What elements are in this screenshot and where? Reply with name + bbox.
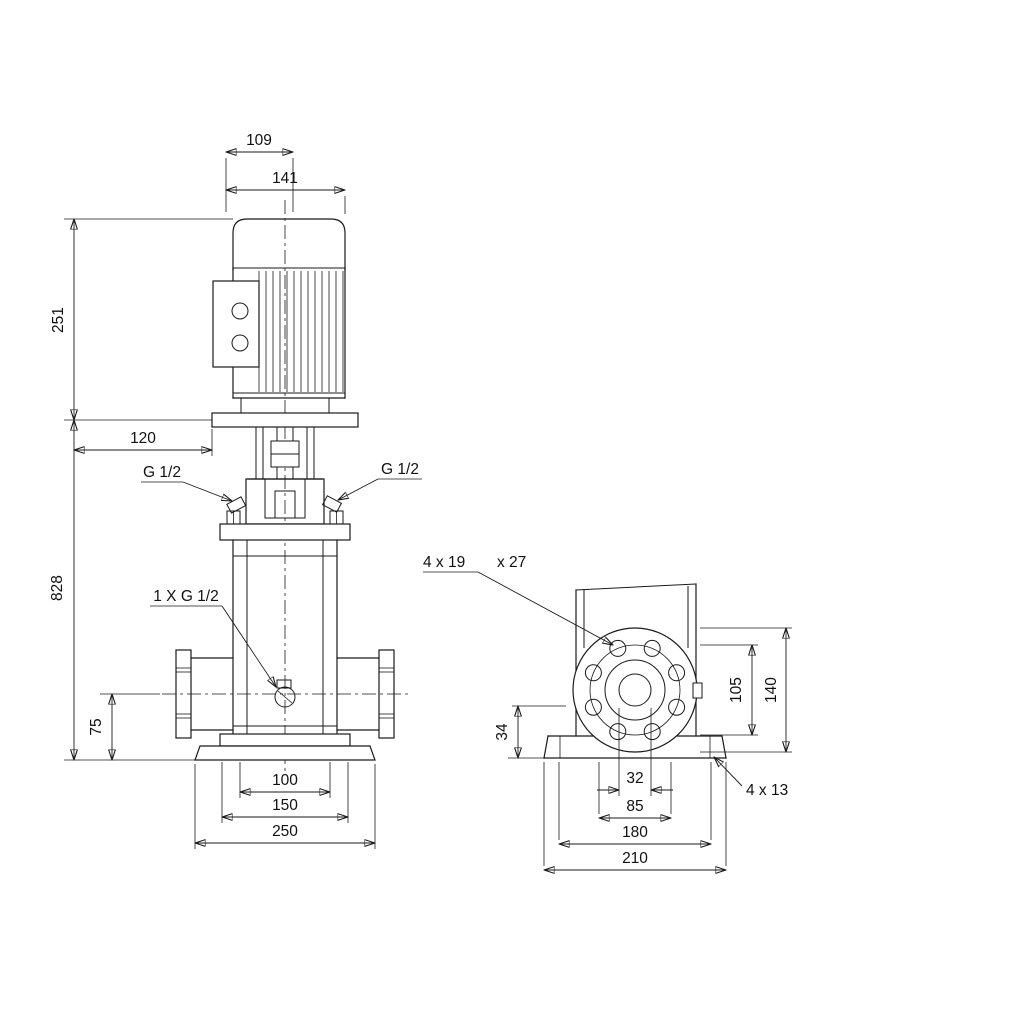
motor-fins [258,271,344,392]
side-view: 4 x 19 x 27 34 105 140 4 x 13 32 85 180 … [423,554,792,870]
dim-32-label: 32 [626,770,643,787]
dim-100-label: 100 [272,772,298,789]
base-plate-side [543,735,727,759]
chamber-stack [232,539,338,735]
drain-plug-label: 1 X G 1/2 [153,588,218,605]
dim-85-label: 85 [626,798,643,815]
base-plate [194,745,376,761]
motor-flange [211,412,359,428]
dim-120-label: 120 [130,430,156,447]
dim-180-label: 180 [622,824,648,841]
bolt-hole [609,639,627,657]
bolt-hole [643,723,661,741]
coupling-stool [247,427,323,480]
bolt-hole [584,664,602,682]
vent-plug-right-label: G 1/2 [381,461,419,478]
dim-828-label: 828 [49,575,66,601]
pump-column [575,583,697,737]
vent-plug-left [226,496,247,514]
dim-75-label: 75 [88,718,105,735]
dimension-lines-side [423,571,792,870]
front-view: 109 141 251 120 G 1/2 G 1/2 828 1 X G 1/… [49,132,422,849]
head-flange [219,523,351,541]
dim-34-label: 34 [494,723,511,741]
port-bore-circle [618,673,652,707]
terminal-box [212,280,260,368]
flange-holes-label: 4 x 19 [423,554,465,571]
flange-tab [692,682,703,699]
flange-hub-circle [604,659,666,721]
cable-entry-hole [231,334,249,352]
motor [211,218,359,428]
vent-plug-left-label: G 1/2 [143,464,181,481]
pump-head [219,478,351,541]
drain-plug [274,686,296,708]
bolt-hole [609,723,627,741]
port-flange-circle [572,627,703,753]
pump-base [194,733,376,761]
dimension-lines-front [64,152,422,849]
cable-entry-hole [231,302,249,320]
dim-210-label: 210 [622,850,648,867]
flange-outer-circle [572,627,698,753]
dim-105-label: 105 [728,677,745,703]
dim-141-label: 141 [272,170,298,187]
bolt-hole [668,698,686,716]
dim-109-label: 109 [246,132,272,149]
dim-140-label: 140 [763,677,780,703]
bolt-circle [589,644,681,736]
dim-150-label: 150 [272,797,298,814]
bolt-hole [643,639,661,657]
dim-251-label: 251 [50,307,67,333]
bolt-hole [584,698,602,716]
vent-plug-right [321,495,343,513]
dim-250-label: 250 [272,823,298,840]
flange-holes-label-2: x 27 [497,554,526,571]
base-holes-label: 4 x 13 [746,782,788,799]
bolt-hole [668,664,686,682]
